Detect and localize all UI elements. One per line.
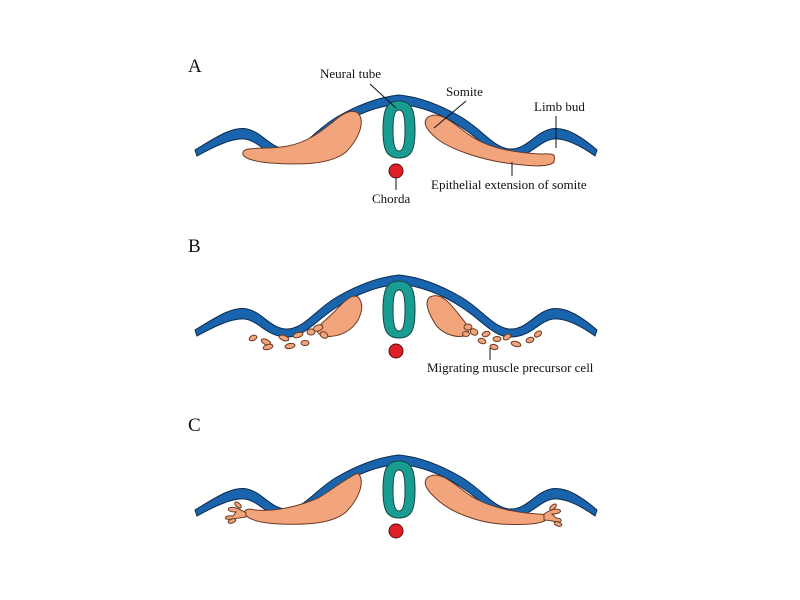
migrating-cell [306, 328, 316, 336]
label-limb-bud: Limb bud [534, 99, 585, 114]
migrating-cell [284, 342, 296, 350]
label-neural-tube: Neural tube [320, 66, 381, 81]
migrating-cell [502, 333, 512, 341]
neural-tube-lumen-c [392, 469, 406, 512]
migrating-cell [489, 343, 499, 351]
migrating-cell [319, 331, 329, 339]
migrating-cell [234, 501, 242, 509]
migrating-cell [462, 331, 470, 337]
migrating-cell [477, 337, 487, 345]
migrating-cell [492, 336, 502, 342]
panel-label-b: B [188, 236, 201, 257]
migrating-cell [543, 508, 562, 523]
migrating-cell [549, 503, 557, 511]
neural-tube-lumen-b [392, 289, 406, 332]
migrating-cell [225, 506, 247, 520]
migrating-cell [481, 330, 491, 338]
panel-b: B [188, 236, 598, 375]
leader-somite [433, 100, 467, 129]
migrating-cell [300, 340, 310, 346]
migrating-cell [227, 518, 237, 524]
panel-c: C [188, 415, 598, 539]
migrating-cell [533, 330, 543, 338]
branching-extension-left [225, 501, 247, 524]
migrating-cells-left [248, 324, 329, 351]
migrating-cells-right [462, 323, 543, 351]
label-chorda: Chorda [372, 191, 411, 206]
panel-label-a: A [188, 56, 202, 77]
migrating-cell [463, 323, 473, 331]
migrating-cell [510, 340, 522, 348]
migrating-cell [278, 334, 290, 342]
migrating-cell [553, 521, 563, 527]
migrating-cell [262, 343, 274, 351]
label-somite: Somite [446, 84, 483, 99]
label-epithelial-extension: Epithelial extension of somite [431, 177, 587, 192]
migrating-cell [292, 331, 304, 339]
chorda-c [388, 523, 404, 539]
leader-neural-tube [369, 83, 397, 109]
chorda-a [388, 163, 404, 179]
branching-extension-right [543, 503, 563, 527]
migrating-cell [525, 336, 535, 344]
neural-tube-lumen-a [392, 109, 406, 152]
chorda-b [388, 343, 404, 359]
label-migrating-cell: Migrating muscle precursor cell [427, 360, 594, 375]
panel-a: A Neural tube Somite Limb bud Chorda Epi… [188, 56, 598, 206]
panel-label-c: C [188, 415, 201, 436]
migrating-cell [248, 334, 258, 342]
migrating-cell [469, 328, 479, 336]
